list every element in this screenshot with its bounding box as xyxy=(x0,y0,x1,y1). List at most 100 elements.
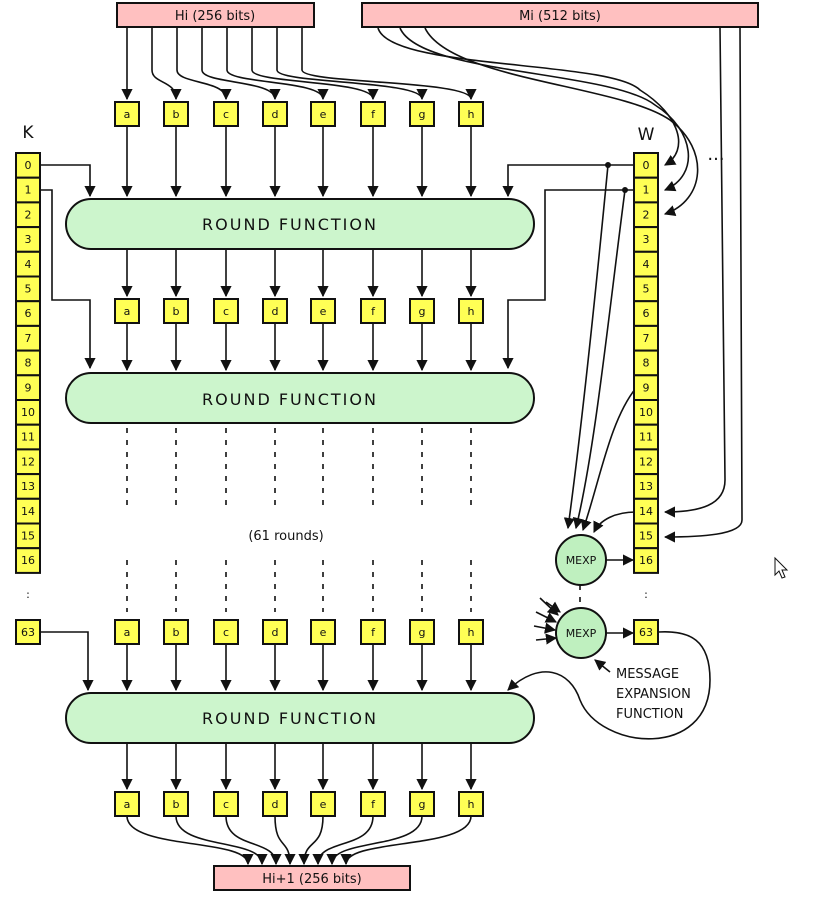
register-label: d xyxy=(272,305,279,318)
w-cell: 11 xyxy=(633,423,659,451)
register-label: h xyxy=(468,626,475,639)
register-label: c xyxy=(223,108,229,121)
w-cell: 7 xyxy=(633,324,659,352)
register-label: f xyxy=(371,108,376,121)
w-cell: 3 xyxy=(633,226,659,253)
w-cell-label: 10 xyxy=(639,406,653,419)
register-label: c xyxy=(223,626,229,639)
w-cell: 10 xyxy=(633,399,659,426)
register-b: b xyxy=(163,101,189,127)
register-c: c xyxy=(213,101,239,127)
k-cell-label: 6 xyxy=(25,307,32,320)
register-label: h xyxy=(468,108,475,121)
w-cell-label: 1 xyxy=(643,184,650,197)
w-array-gap: : xyxy=(644,588,648,601)
mi-input-box: Mi (512 bits) xyxy=(361,2,759,28)
mi-input-label: Mi (512 bits) xyxy=(519,9,601,24)
k-cell: 13 xyxy=(15,473,41,500)
k-cell-label: 15 xyxy=(21,530,35,543)
register-label: a xyxy=(124,108,131,121)
k-cell: 4 xyxy=(15,250,41,278)
register-label: h xyxy=(468,798,475,811)
w-cell: 6 xyxy=(633,300,659,327)
k-cell: 9 xyxy=(15,374,41,401)
w-cell: 2 xyxy=(633,201,659,229)
register-label: c xyxy=(223,798,229,811)
register-e: e xyxy=(310,619,336,645)
w-cell: 16 xyxy=(633,547,659,574)
caption-line-3: FUNCTION xyxy=(616,707,684,722)
register-wires xyxy=(121,28,477,866)
w-cell-last: 63 xyxy=(633,619,659,645)
register-label: f xyxy=(371,798,376,811)
mexp-label: MEXP xyxy=(566,554,597,567)
w-cell-label: 4 xyxy=(643,258,650,271)
register-label: b xyxy=(173,798,180,811)
k-cell: 8 xyxy=(15,349,41,377)
k-cell: 5 xyxy=(15,275,41,303)
w-cell-label: 0 xyxy=(643,159,650,172)
round-function-1: ROUND FUNCTION xyxy=(65,198,535,250)
register-label: a xyxy=(124,305,131,318)
w-cell-label: 7 xyxy=(643,332,650,345)
register-f: f xyxy=(360,619,386,645)
register-label: b xyxy=(173,305,180,318)
w-cell-label: 6 xyxy=(643,307,650,320)
w-cell-label: 9 xyxy=(643,381,650,394)
k-cell-label: 8 xyxy=(25,357,32,370)
wires xyxy=(40,27,743,740)
register-a: a xyxy=(114,619,140,645)
register-label: d xyxy=(272,798,279,811)
mouse-cursor-icon xyxy=(774,556,789,579)
k-cell: 15 xyxy=(15,522,41,550)
register-label: e xyxy=(320,626,327,639)
register-a: a xyxy=(114,101,140,127)
w-array-title: W xyxy=(638,125,655,145)
round-function-label: ROUND FUNCTION xyxy=(202,390,378,409)
register-h: h xyxy=(458,791,484,817)
register-f: f xyxy=(360,791,386,817)
w-cell: 4 xyxy=(633,250,659,278)
caption-line-2: EXPANSION xyxy=(616,687,691,702)
register-b: b xyxy=(163,298,189,324)
round-function-3: ROUND FUNCTION xyxy=(65,692,535,744)
register-label: b xyxy=(173,108,180,121)
k-cell-last-label: 63 xyxy=(21,626,35,639)
register-label: c xyxy=(223,305,229,318)
k-cell-label: 7 xyxy=(25,332,32,345)
k-cell-label: 1 xyxy=(25,184,32,197)
w-cell: 1 xyxy=(633,176,659,204)
register-f: f xyxy=(360,298,386,324)
w-cell: 12 xyxy=(633,448,659,476)
register-a: a xyxy=(114,791,140,817)
w-cell-label: 16 xyxy=(639,554,653,567)
k-cell: 3 xyxy=(15,226,41,253)
register-e: e xyxy=(310,101,336,127)
w-cell-label: 14 xyxy=(639,505,653,518)
hi-output-label: Hi+1 (256 bits) xyxy=(262,872,362,887)
register-label: f xyxy=(371,305,376,318)
register-c: c xyxy=(213,298,239,324)
round-continuation-dashes xyxy=(126,428,472,612)
register-label: a xyxy=(124,798,131,811)
round-function-label: ROUND FUNCTION xyxy=(202,215,378,234)
mexp-node-1: MEXP xyxy=(555,534,607,586)
register-c: c xyxy=(213,791,239,817)
register-label: f xyxy=(371,626,376,639)
k-cell: 7 xyxy=(15,324,41,352)
register-label: e xyxy=(320,798,327,811)
k-cell-last: 63 xyxy=(15,619,41,645)
hi-input-box: Hi (256 bits) xyxy=(116,2,315,28)
k-cell: 14 xyxy=(15,497,41,525)
register-b: b xyxy=(163,619,189,645)
register-g: g xyxy=(409,298,435,324)
register-label: h xyxy=(468,305,475,318)
register-g: g xyxy=(409,101,435,127)
k-cell-label: 12 xyxy=(21,455,35,468)
